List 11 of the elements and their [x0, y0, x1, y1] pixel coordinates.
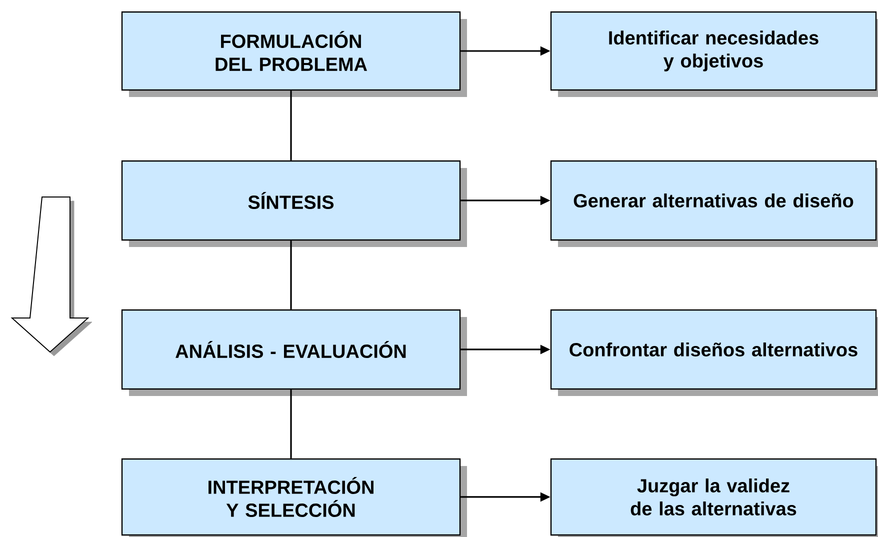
connector-line	[290, 390, 292, 458]
task-box: Identificar necesidades y objetivos	[550, 11, 878, 97]
process-box: ANÁLISIS - EVALUACIÓN	[121, 309, 467, 396]
task-box: Juzgar la validez de las alternativas	[550, 458, 878, 537]
task-box: Confrontar diseños alternativos	[550, 309, 878, 396]
process-box: INTERPRETACIÓN Y SELECCIÓN	[121, 458, 467, 537]
process-box: SÍNTESIS	[121, 160, 467, 247]
connector-line	[290, 240, 292, 310]
connector-line	[290, 90, 292, 160]
process-box: FORMULACIÓN DEL PROBLEMA	[121, 11, 467, 97]
task-box: Generar alternativas de diseño	[550, 160, 878, 247]
